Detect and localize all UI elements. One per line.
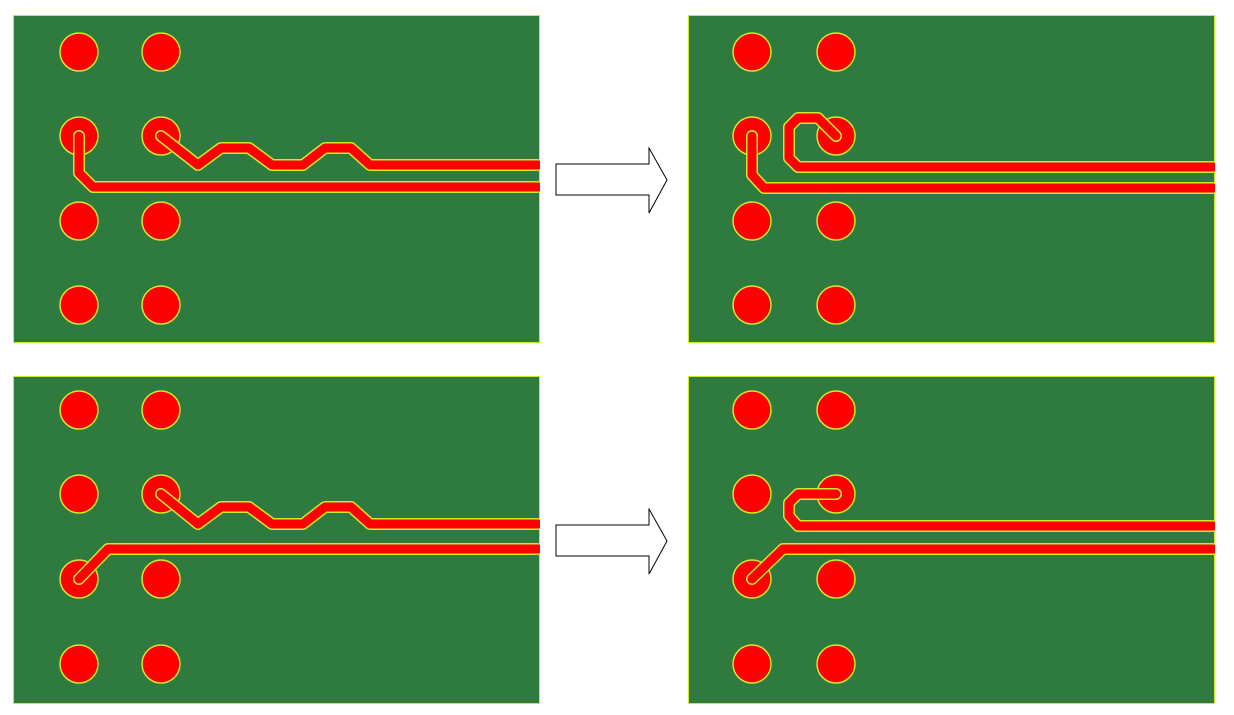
pad bbox=[141, 285, 181, 325]
board-background bbox=[688, 376, 1215, 704]
pad bbox=[141, 201, 181, 241]
board-background bbox=[13, 15, 540, 343]
pad bbox=[141, 32, 181, 72]
pad bbox=[59, 474, 99, 514]
board-background bbox=[13, 376, 540, 704]
board-bottom-before bbox=[13, 376, 540, 704]
loop-trace bbox=[784, 113, 1215, 172]
pad bbox=[59, 32, 99, 72]
pad bbox=[59, 201, 99, 241]
pad bbox=[816, 559, 856, 599]
pad bbox=[59, 644, 99, 684]
board-top-before bbox=[13, 15, 540, 343]
straight-trace bbox=[74, 131, 540, 192]
right-arrow-icon bbox=[555, 147, 668, 214]
pad bbox=[816, 32, 856, 72]
board-background bbox=[688, 15, 1215, 343]
pad bbox=[732, 474, 772, 514]
pad bbox=[732, 201, 772, 241]
transform-arrow-top bbox=[555, 147, 669, 215]
board-panel-bottom-before bbox=[13, 376, 540, 704]
board-panel-bottom-after bbox=[688, 376, 1215, 704]
meander-trace bbox=[156, 131, 540, 170]
loop-trace bbox=[784, 489, 1215, 531]
pad bbox=[59, 285, 99, 325]
right-arrow-icon bbox=[555, 508, 668, 575]
pad bbox=[732, 32, 772, 72]
pad bbox=[816, 285, 856, 325]
diagonal-trace bbox=[747, 544, 1215, 584]
straight-trace bbox=[747, 131, 1215, 193]
board-bottom-after bbox=[688, 376, 1215, 704]
diagonal-trace bbox=[74, 544, 540, 584]
pad bbox=[732, 285, 772, 325]
board-top-after bbox=[688, 15, 1215, 343]
board-panel-top-before bbox=[13, 15, 540, 343]
pad bbox=[732, 390, 772, 430]
pad bbox=[816, 644, 856, 684]
pad bbox=[141, 390, 181, 430]
pad bbox=[732, 644, 772, 684]
pad bbox=[59, 390, 99, 430]
meander-trace bbox=[156, 489, 540, 529]
pad bbox=[816, 390, 856, 430]
board-panel-top-after bbox=[688, 15, 1215, 343]
pad bbox=[141, 559, 181, 599]
pad bbox=[141, 644, 181, 684]
transform-arrow-bottom bbox=[555, 508, 669, 576]
pad bbox=[816, 201, 856, 241]
